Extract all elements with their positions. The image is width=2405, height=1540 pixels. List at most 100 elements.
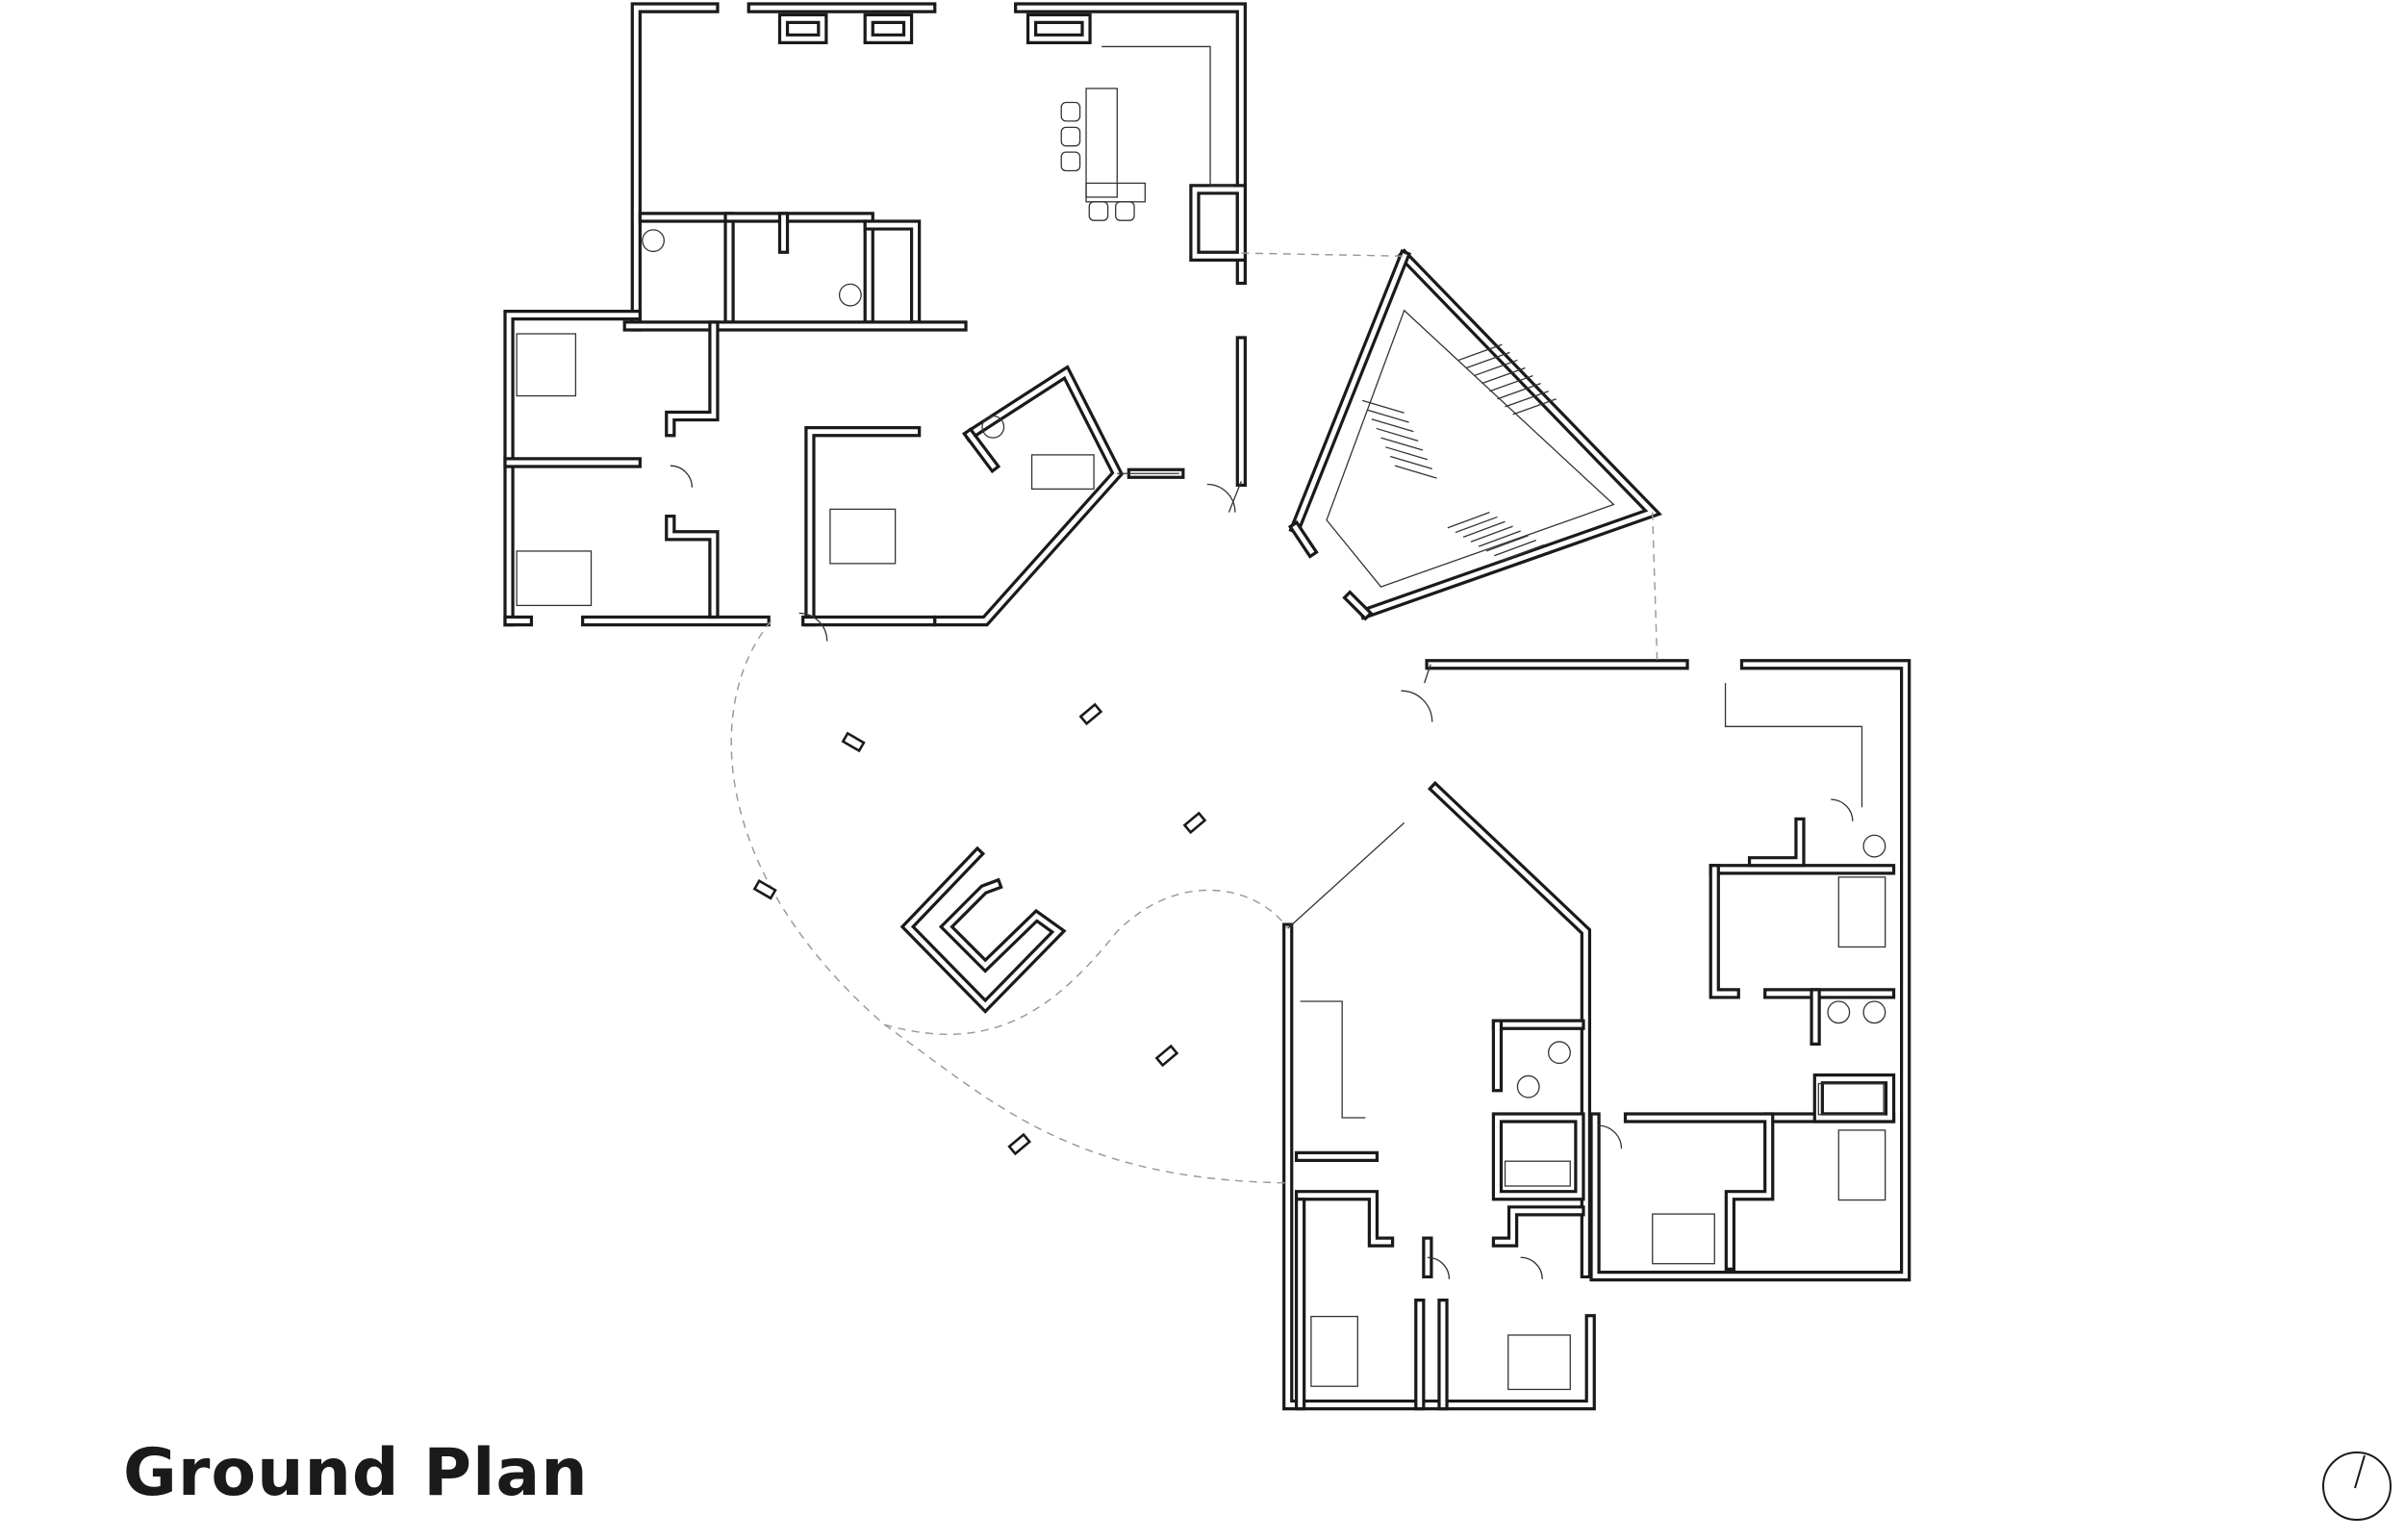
wall (1747, 817, 1806, 868)
bed (1507, 1334, 1571, 1391)
stair-tread (1385, 446, 1429, 461)
courtyard-outline (730, 620, 1288, 1184)
stair-tread (1457, 343, 1503, 362)
wall (804, 426, 922, 627)
door-swing (670, 465, 693, 488)
canopy-line (1652, 512, 1658, 660)
wall-core (1495, 1115, 1582, 1199)
wall-core (1292, 524, 1315, 555)
bar-stool (1088, 201, 1109, 221)
wall-core (1346, 593, 1369, 617)
stair-tread (1462, 520, 1506, 539)
wall-core (726, 215, 872, 321)
wall-core (966, 431, 997, 469)
toilet (1862, 834, 1886, 858)
stair-tread (1447, 511, 1490, 529)
bar-stool (1060, 151, 1081, 172)
wall (863, 219, 922, 324)
bathtub (1504, 1160, 1571, 1187)
north-arrow-icon (2322, 1452, 2392, 1521)
wall-core (1362, 252, 1658, 617)
door-swing (1598, 1124, 1623, 1149)
wall-core (1017, 5, 1244, 282)
columns (752, 702, 1207, 1156)
toilet (1862, 1000, 1886, 1024)
bathtub (1030, 454, 1095, 491)
wall (863, 13, 914, 44)
wall-core (1711, 867, 1737, 997)
page-title: Ground Plan (123, 1435, 589, 1511)
kitchen-counter (1724, 683, 1863, 808)
wall-core (1431, 785, 1588, 1275)
bed (516, 333, 577, 397)
toilet (1516, 1074, 1540, 1098)
wall-core (866, 222, 919, 321)
wall-core (1815, 1076, 1892, 1121)
door-swing (798, 612, 828, 642)
door-swing (1401, 690, 1433, 722)
wall-core (641, 215, 732, 321)
stair-tread (1371, 418, 1414, 433)
bed (1310, 1315, 1358, 1387)
wall-core (1298, 1193, 1391, 1245)
toilet (1548, 1041, 1571, 1065)
stair-tread (1478, 530, 1521, 547)
wall (777, 13, 828, 44)
stair-tread (1470, 525, 1513, 543)
stair-tread (1494, 540, 1536, 557)
wall-core (633, 5, 717, 329)
wall-core (781, 15, 825, 41)
kitchen-counter (1300, 1000, 1366, 1119)
wall (1623, 1112, 1775, 1271)
bar-stool (1115, 201, 1135, 221)
column (1154, 1044, 1179, 1068)
wall-core (506, 313, 639, 623)
wall (1014, 2, 1247, 286)
wall (1589, 659, 1911, 1282)
courtyard-path (884, 889, 1289, 1036)
bar-stool (1060, 126, 1081, 147)
stair-tread (1512, 398, 1557, 416)
wall (1189, 184, 1247, 262)
stair-tread (1497, 383, 1541, 400)
wall-core (1292, 253, 1407, 531)
stair-tread (1505, 391, 1549, 408)
door-swing (1520, 1256, 1543, 1279)
stair-tread (1361, 399, 1405, 414)
stair-tread (1376, 427, 1419, 442)
wall-core (1592, 662, 1909, 1279)
toilet (981, 415, 1005, 439)
walls (503, 2, 1911, 1411)
kitchen-island (1085, 88, 1118, 198)
stair-tread (1489, 374, 1533, 392)
stair-tread (1485, 535, 1529, 552)
door-swing (1206, 483, 1236, 513)
wall-core (1029, 15, 1089, 41)
bed (1837, 876, 1886, 948)
bathtub (1817, 1082, 1885, 1116)
wall (723, 212, 874, 324)
wall (1491, 1112, 1585, 1201)
wall-core (904, 850, 1062, 1010)
column (841, 731, 866, 753)
column (1007, 1132, 1032, 1156)
column (1182, 811, 1207, 835)
door-swing (1831, 798, 1854, 821)
stair-tread (1502, 543, 1545, 562)
stair-inner (1326, 309, 1615, 588)
kitchen-counter (1101, 45, 1234, 188)
wall (899, 846, 1067, 1014)
window (1287, 821, 1405, 929)
wall-core (1751, 820, 1803, 865)
wall-core (1192, 187, 1244, 259)
bed (1837, 1129, 1886, 1201)
wall (638, 212, 735, 324)
wall-core (807, 429, 919, 623)
stair-tread (1389, 455, 1432, 470)
column (1078, 702, 1103, 726)
kitchen-island-return (1085, 182, 1146, 203)
wall (1709, 864, 1740, 999)
wall-core (668, 323, 717, 435)
stair-tread (1380, 437, 1424, 451)
